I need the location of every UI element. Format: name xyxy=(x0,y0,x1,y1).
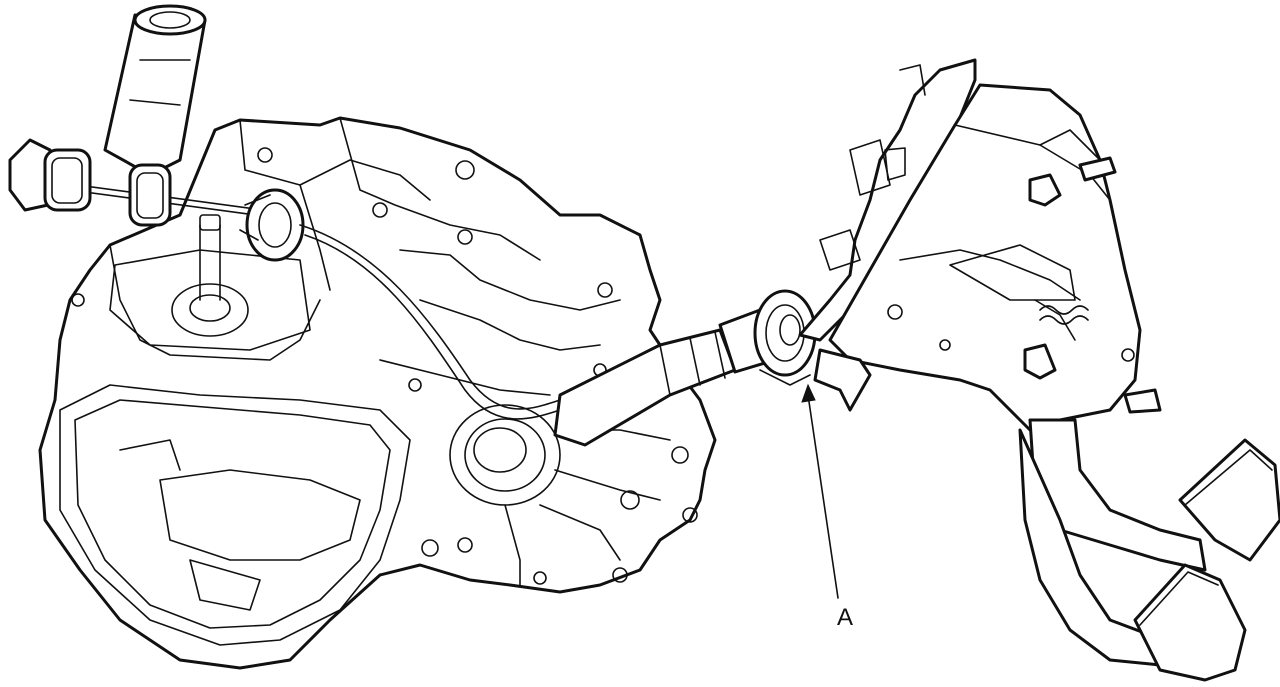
shift-linkage-rod xyxy=(8,138,305,262)
brake-pedal xyxy=(1018,428,1247,682)
clutch-pedal xyxy=(1028,418,1280,572)
callout-a-label: A xyxy=(837,604,853,631)
clutch-cable-firewall-grommet xyxy=(753,289,817,386)
shift-lever-pillar xyxy=(103,4,207,177)
pedal-box-bracket xyxy=(798,58,1162,432)
callout-a: A xyxy=(801,383,853,631)
transmission-housing xyxy=(38,116,717,670)
